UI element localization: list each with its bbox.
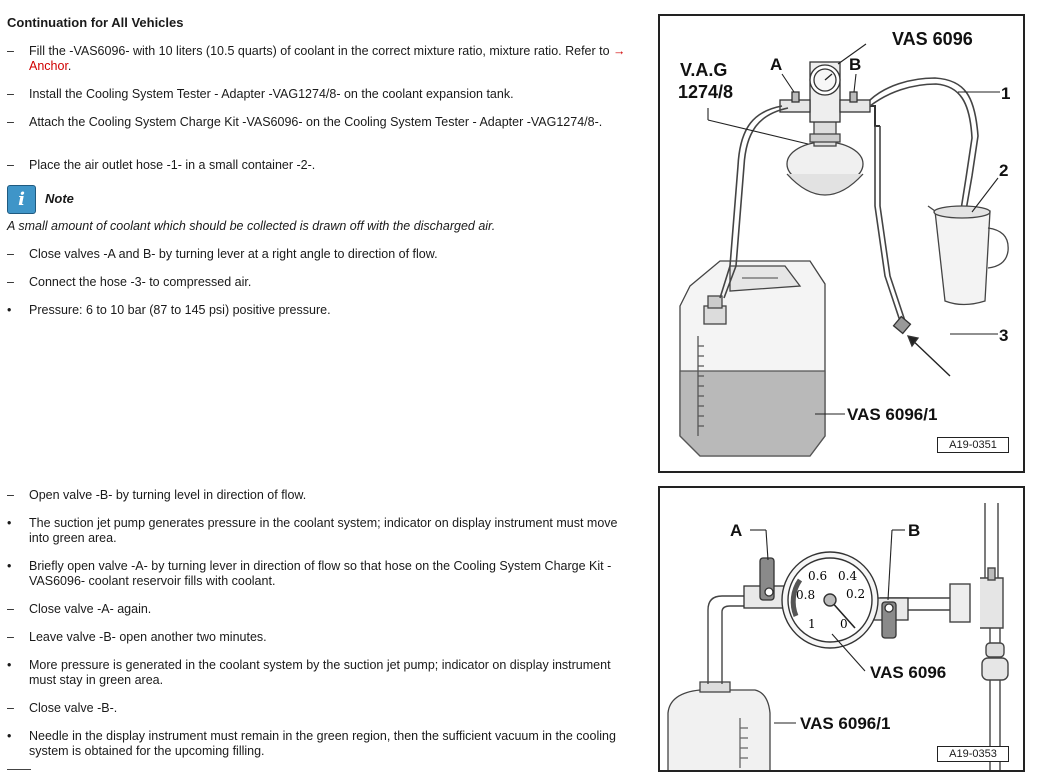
gauge-mark-06: 0.6 [808, 569, 827, 583]
step-text: Connect the hose -3- to compressed air. [29, 275, 252, 289]
step-text: Leave valve -B- open another two minutes… [29, 630, 267, 644]
label-vas6096: VAS 6096 [892, 29, 973, 49]
leader-lines [707, 43, 1000, 415]
figure-code: A19-0351 [937, 437, 1009, 453]
label-hose-3: 3 [999, 326, 1008, 345]
step-text: Briefly open valve -A- by turning lever … [29, 559, 612, 588]
air-connector-drawing [892, 315, 951, 377]
step-open-valve-a: • Briefly open valve -A- by turning leve… [7, 559, 637, 589]
step-marker: – [7, 488, 14, 502]
step-marker: – [7, 630, 14, 644]
label-vas6096: VAS 6096 [870, 663, 946, 682]
label-valve-b: B [908, 521, 920, 540]
reservoir-top-drawing [667, 681, 771, 770]
step-text: Pressure: 6 to 10 bar (87 to 145 psi) po… [29, 303, 331, 317]
figure-gauge-detail: 0.6 0.4 0.8 0.2 1 0 A B VAS 6096 VAS 609… [658, 486, 1025, 772]
label-vas6096-1: VAS 6096/1 [800, 714, 890, 733]
step-suction-pump: • The suction jet pump generates pressur… [7, 516, 637, 546]
step-text: More pressure is generated in the coolan… [29, 658, 611, 687]
label-container-2: 2 [999, 161, 1008, 180]
step-text: Close valve -B-. [29, 701, 118, 715]
label-valve-a: A [730, 521, 742, 540]
valve-a-drawing [743, 557, 785, 609]
section-title: Continuation for All Vehicles [7, 15, 184, 30]
step-marker: • [7, 516, 12, 530]
figure-charge-kit-setup: VAS 6096 A B V.A.G 1274/8 1 2 3 VAS 6096… [658, 14, 1025, 473]
label-vag-line2: 1274/8 [678, 82, 733, 102]
step-place-hose: – Place the air outlet hose -1- in a sma… [7, 158, 637, 173]
step-needle-green: • Needle in the display instrument must … [7, 729, 637, 759]
step-marker: – [7, 115, 14, 129]
step-attach-charge-kit: – Attach the Cooling System Charge Kit -… [7, 115, 637, 130]
step-marker: • [7, 658, 12, 672]
step-close-valves: – Close valves -A and B- by turning leve… [7, 247, 637, 262]
step-close-valve-b: – Close valve -B-. [7, 701, 637, 716]
step-text: Place the air outlet hose -1- in a small… [29, 158, 316, 172]
note-text: A small amount of coolant which should b… [7, 219, 496, 233]
step-connect-hose: – Connect the hose -3- to compressed air… [7, 275, 637, 290]
label-vag-line1: V.A.G [680, 60, 727, 80]
step-close-valve-a: – Close valve -A- again. [7, 602, 637, 617]
step-leave-valve-b: – Leave valve -B- open another two minut… [7, 630, 637, 645]
measuring-jug-drawing [927, 205, 1009, 306]
step-install-adapter: – Install the Cooling System Tester - Ad… [7, 87, 637, 102]
page-footer-line [7, 769, 31, 770]
step-open-valve-b: – Open valve -B- by turning level in dir… [7, 488, 637, 503]
note-label: Note [45, 191, 74, 206]
step-text: Attach the Cooling System Charge Kit -VA… [29, 115, 603, 129]
gauge-mark-08: 0.8 [796, 588, 815, 602]
step-marker: – [7, 247, 14, 261]
leader-lines [750, 529, 905, 724]
label-vas6096-1: VAS 6096/1 [847, 405, 937, 424]
step-text: Fill the -VAS6096- with 10 liters (10.5 … [29, 44, 614, 58]
step-text: Close valves -A and B- by turning lever … [29, 247, 438, 261]
step-marker: – [7, 158, 14, 172]
step-marker: • [7, 729, 12, 743]
step-more-pressure: • More pressure is generated in the cool… [7, 658, 637, 688]
figure-2-drawing: 0.6 0.4 0.8 0.2 1 0 A B VAS 6096 VAS 609… [667, 503, 1009, 770]
figure-1-drawing: VAS 6096 A B V.A.G 1274/8 1 2 3 VAS 6096… [678, 29, 1010, 457]
step-marker: • [7, 303, 12, 317]
step-text: Needle in the display instrument must re… [29, 729, 616, 758]
step-fill-vas6096: – Fill the -VAS6096- with 10 liters (10.… [7, 44, 626, 73]
gauge-mark-0: 0 [840, 617, 848, 631]
step-marker: • [7, 559, 12, 573]
info-icon: i [7, 185, 36, 214]
step-marker: – [7, 701, 14, 715]
anchor-link[interactable]: → Anchor [29, 44, 626, 73]
pipe-drawing [707, 503, 1009, 770]
gauge-mark-04: 0.4 [838, 569, 857, 583]
step-text: Open valve -B- by turning level in direc… [29, 488, 307, 502]
figure-code: A19-0353 [937, 746, 1009, 762]
step-pressure: • Pressure: 6 to 10 bar (87 to 145 psi) … [7, 303, 637, 318]
label-valve-a: A [770, 55, 782, 74]
expansion-tank-drawing [786, 119, 864, 196]
step-marker: – [7, 275, 14, 289]
step-text: The suction jet pump generates pressure … [29, 516, 618, 545]
label-hose-1: 1 [1001, 84, 1010, 103]
coolant-reservoir-drawing [679, 260, 826, 457]
gauge-mark-02: 0.2 [846, 587, 865, 601]
gauge-mark-1: 1 [808, 617, 816, 631]
step-marker: – [7, 602, 14, 616]
step-marker: – [7, 44, 14, 58]
label-valve-b: B [849, 55, 861, 74]
vas6096-gauge-drawing [779, 61, 880, 127]
gauge-drawing [781, 551, 879, 649]
step-text: Close valve -A- again. [29, 602, 152, 616]
step-text: Install the Cooling System Tester - Adap… [29, 87, 514, 101]
step-marker: – [7, 87, 14, 101]
